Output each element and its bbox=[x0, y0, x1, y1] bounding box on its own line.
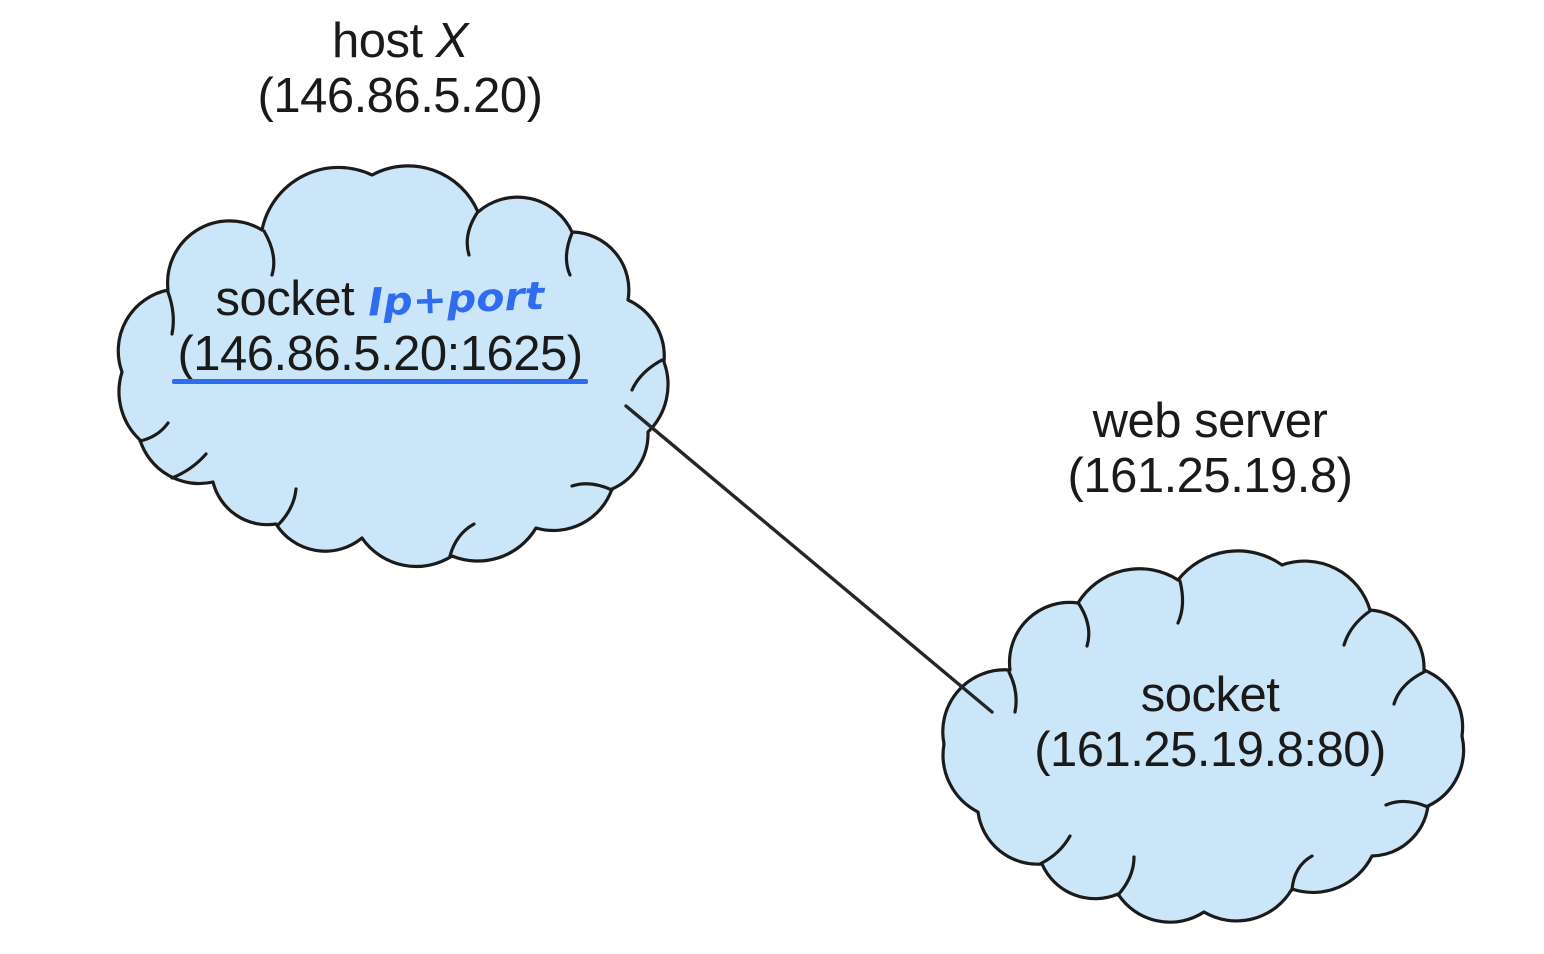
server-address: (161.25.19.8) bbox=[1067, 448, 1354, 503]
socket-connection-line bbox=[624, 404, 994, 714]
host-title-label: host X (146.86.5.20) bbox=[120, 14, 680, 124]
server-socket-label-block: socket (161.25.19.8:80) bbox=[930, 668, 1490, 778]
host-cloud-group[interactable] bbox=[116, 164, 670, 569]
server-socket-label: socket bbox=[1140, 668, 1280, 722]
handwritten-underline bbox=[172, 379, 588, 384]
handwritten-annotation-ip-port: Ip+port bbox=[367, 273, 546, 325]
host-socket-address: (146.86.5.20:1625) bbox=[177, 326, 583, 381]
server-cloud-group[interactable] bbox=[941, 549, 1466, 924]
server-socket-address: (161.25.19.8:80) bbox=[1034, 722, 1386, 777]
host-name-italic: X bbox=[435, 14, 469, 68]
host-name-prefix: host bbox=[332, 14, 423, 68]
host-socket-label: socket bbox=[215, 272, 355, 326]
server-cloud-shape[interactable] bbox=[941, 549, 1466, 924]
host-name-line: host X bbox=[120, 14, 680, 69]
server-name: web server bbox=[1092, 394, 1328, 448]
host-cloud-shape[interactable] bbox=[116, 164, 670, 569]
host-address: (146.86.5.20) bbox=[257, 68, 544, 123]
server-title-label: web server (161.25.19.8) bbox=[920, 394, 1500, 504]
